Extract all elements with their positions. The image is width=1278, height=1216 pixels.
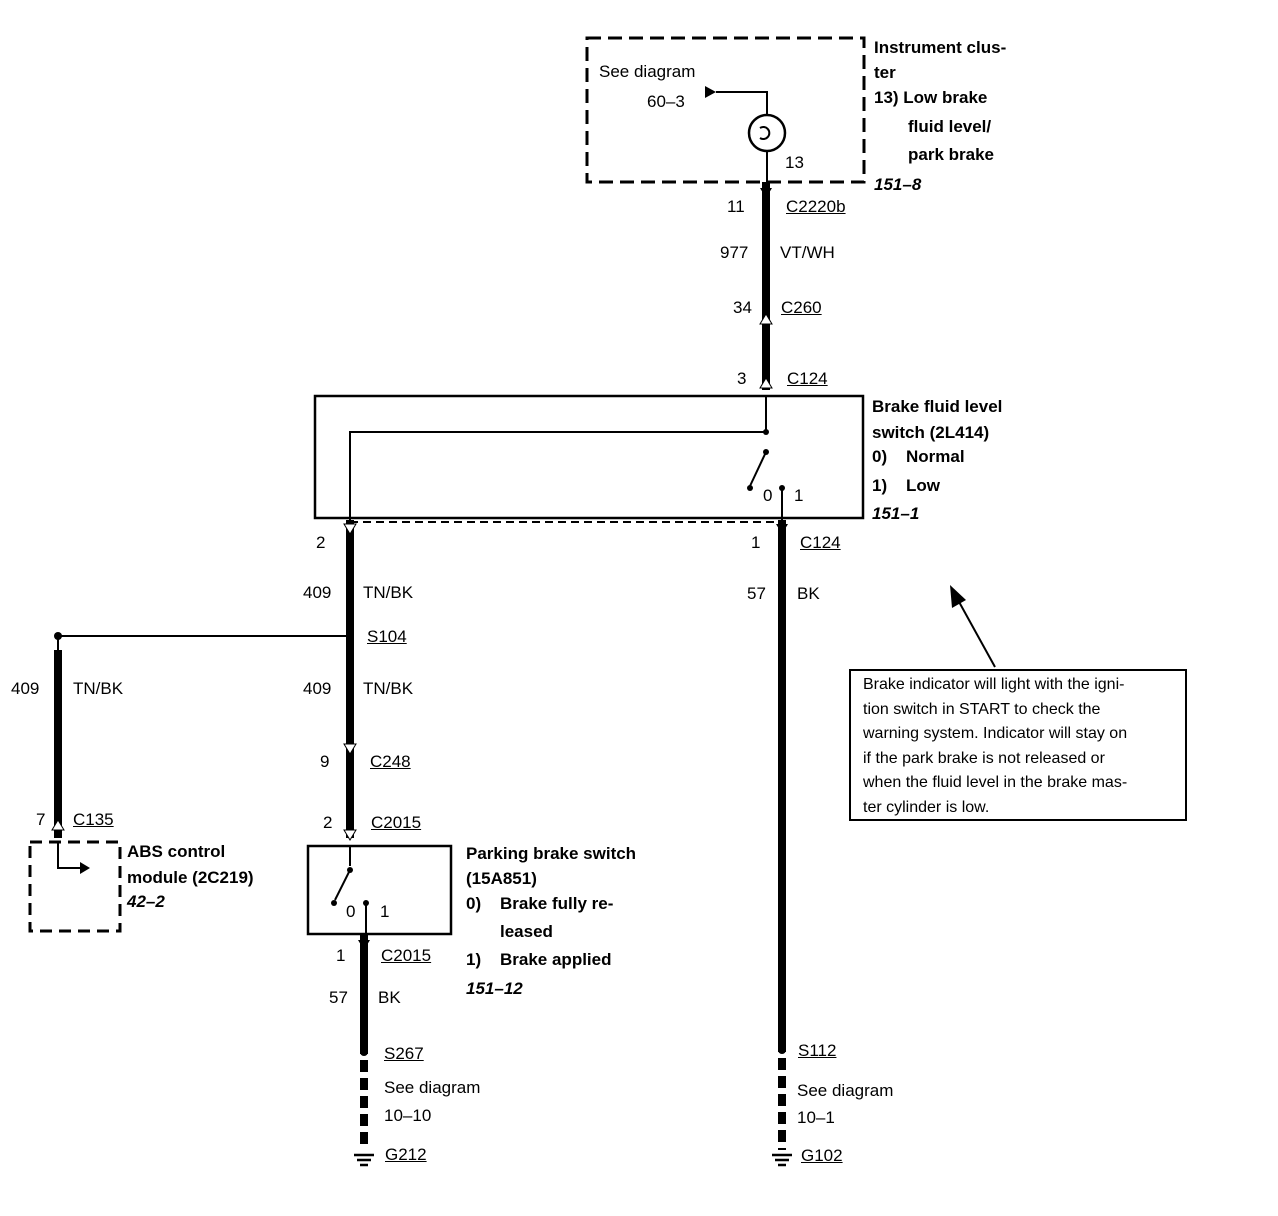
see-diagram-label: See diagram [599,62,696,81]
parking-pos-0: 0 [346,902,356,921]
splice-s267 [360,1048,368,1056]
ground-g212-label: G212 [385,1145,427,1164]
fluid-switch-blade [749,451,767,487]
lamp-filament [759,126,771,140]
see-diagram-s112: See diagram [797,1081,894,1100]
lamp-feed-wire [716,91,768,115]
warning-lamp-icon [747,113,787,153]
fluid-switch-pos-0: 0 [763,486,773,505]
pin-7: 7 [36,810,46,829]
connector-c2015-bottom: C2015 [381,946,432,965]
parking-state-0-label-1: Brake fully re- [500,894,614,913]
ground-icon-g102 [772,1153,792,1167]
connector-c260: C260 [781,298,822,317]
cluster-item-1: 13) Low brake [874,88,988,107]
pin-1-c124: 1 [751,533,761,552]
parking-brake-switch-box [306,844,453,936]
cluster-ref: 151–8 [874,175,922,194]
connector-c2220b: C2220b [786,197,846,216]
connector-c135: C135 [73,810,114,829]
fluid-switch-state-1: 1) [872,476,888,495]
splice-s112 [778,1046,786,1054]
ground-icon-g212 [354,1153,374,1167]
fluid-switch-title-2: switch (2L414) [872,423,990,442]
circuit-977: 977 [720,243,749,262]
color-bk-parking: BK [378,988,401,1007]
splice-s267-label: S267 [384,1044,424,1063]
diagram-ref-s267: 10–10 [384,1106,432,1125]
color-vt-wh: VT/WH [780,243,835,262]
cluster-item-2: fluid level/ [908,117,992,136]
ground-g102-label: G102 [801,1146,843,1165]
parking-state-1-label: Brake applied [500,950,612,969]
circuit-409-abs: 409 [11,679,40,698]
cluster-title-2: ter [874,63,896,82]
circuit-409-b: 409 [303,679,332,698]
color-tn-bk-abs: TN/BK [73,679,124,698]
brake-indicator-note: Brake indicator will light with the igni… [849,669,1187,821]
see-diagram-s267: See diagram [384,1078,481,1097]
abs-title-2: module (2C219) [127,868,254,887]
cluster-pin: 13 [785,153,804,172]
parking-title-1: Parking brake switch [466,844,637,863]
pin-11: 11 [727,197,745,216]
pin-1-c2015: 1 [336,946,346,965]
pin-2-c124: 2 [316,533,326,552]
splice-s112-label: S112 [798,1041,837,1060]
color-bk-fluid: BK [797,584,820,603]
pin-9: 9 [320,752,330,771]
parking-state-0-label-2: leased [500,922,553,941]
circuit-57-fluid: 57 [747,584,766,603]
brake-fluid-switch-box [313,394,865,520]
parking-ref: 151–12 [466,979,523,998]
pin-34: 34 [733,298,752,317]
see-diagram-ref: 60–3 [647,92,685,111]
color-tn-bk-a: TN/BK [363,583,414,602]
color-tn-bk-b: TN/BK [363,679,414,698]
cluster-item-3: park brake [908,145,994,164]
pin-3: 3 [737,369,747,388]
splice-s104-label: S104 [367,627,407,646]
connector-c124-bottom: C124 [800,533,841,552]
connector-arrow-icon [705,86,716,98]
connector-c2015-top: C2015 [371,813,422,832]
connector-c124-top: C124 [787,369,828,388]
parking-pos-1: 1 [380,902,390,921]
connector-c248: C248 [370,752,411,771]
parking-state-1: 1) [466,950,482,969]
circuit-409-a: 409 [303,583,332,602]
abs-module-box [28,840,122,933]
cluster-title-1: Instrument clus- [874,38,1007,57]
abs-title-1: ABS control [127,842,226,861]
abs-ref: 42–2 [127,892,165,911]
pin-2-c2015: 2 [323,813,333,832]
fluid-switch-ref: 151–1 [872,504,920,523]
fluid-switch-state-0: 0) [872,447,888,466]
note-arrow [957,599,996,668]
circuit-57-parking: 57 [329,988,348,1007]
instrument-cluster-box [585,36,866,184]
fluid-switch-title-1: Brake fluid level [872,397,1003,416]
parking-switch-blade [334,869,351,901]
diagram-ref-s112: 10–1 [797,1108,835,1127]
fluid-switch-state-1-label: Low [906,476,940,495]
fluid-switch-pos-1: 1 [794,486,804,505]
parking-title-2: (15A851) [466,869,537,888]
fluid-switch-state-0-label: Normal [906,447,965,466]
parking-state-0: 0) [466,894,482,913]
